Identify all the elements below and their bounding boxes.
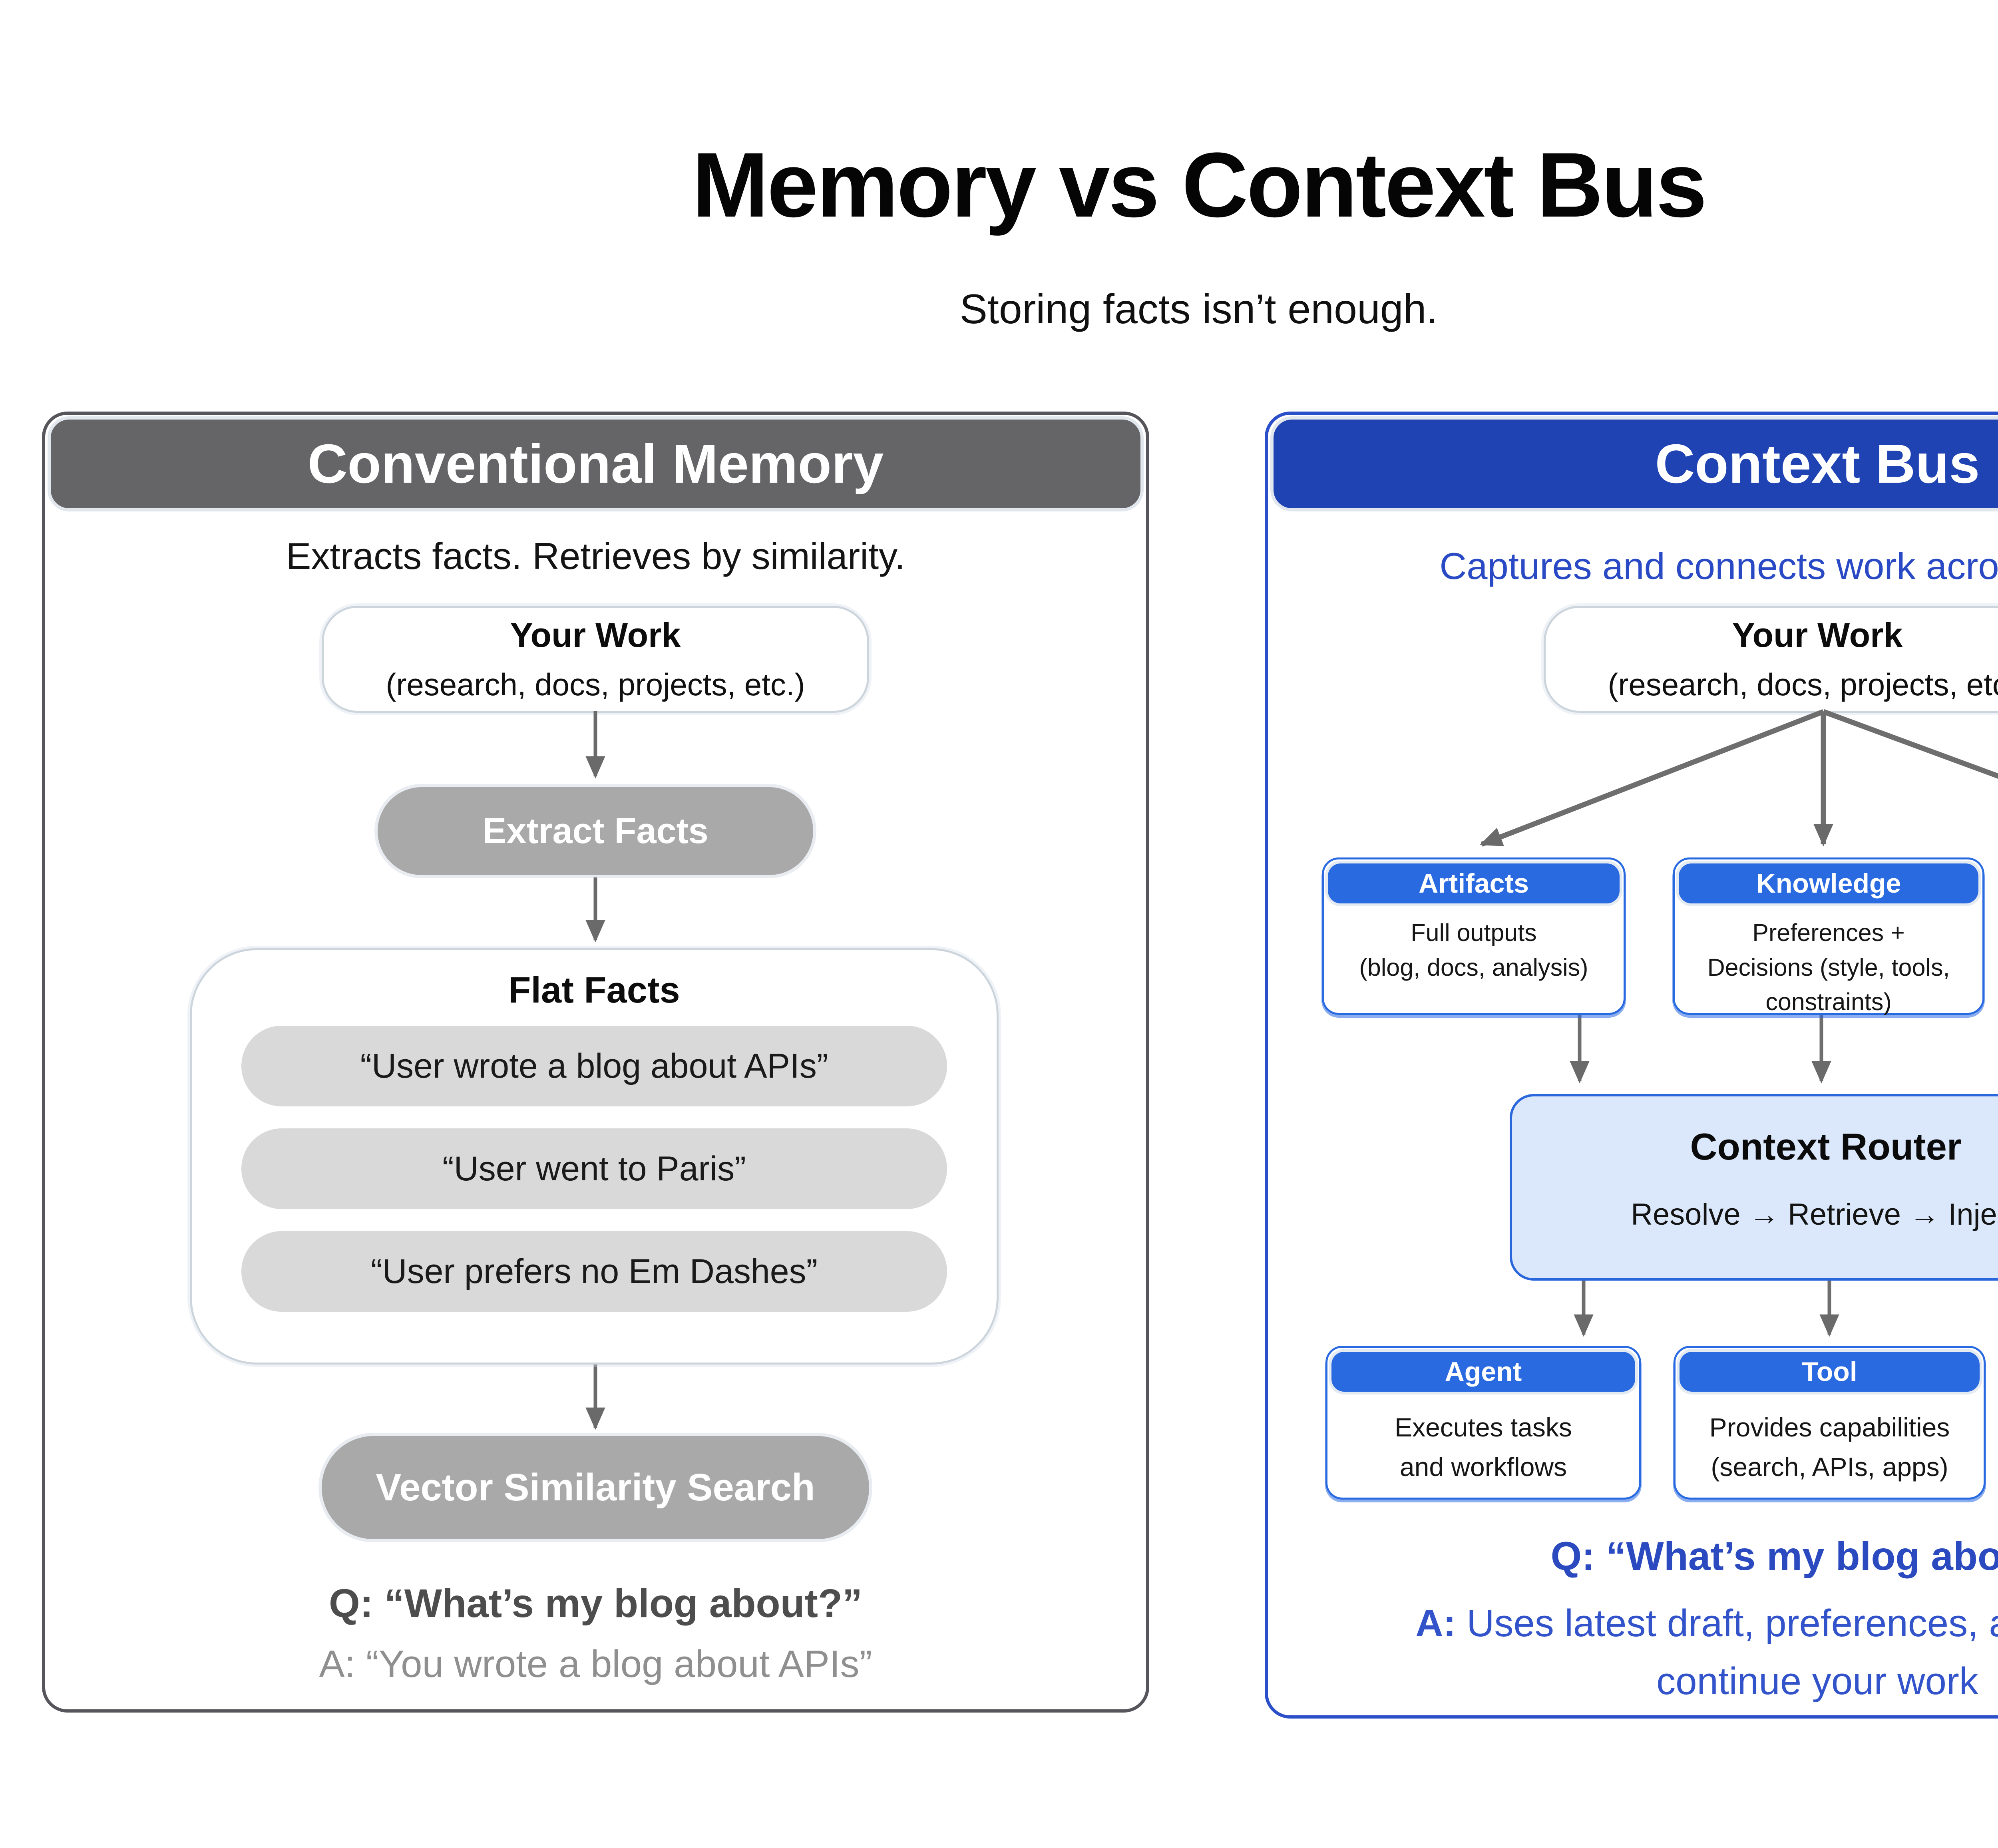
fact-item: “User wrote a blog about APIs” xyxy=(241,1026,947,1106)
tool-box-body: Provides capabilities (search, APIs, app… xyxy=(1681,1408,1978,1487)
body-line: constraints) xyxy=(1765,988,1892,1016)
body-line: Preferences + xyxy=(1752,919,1905,946)
body-line: Provides capabilities xyxy=(1709,1412,1950,1442)
artifacts-box: Artifacts Full outputs (blog, docs, anal… xyxy=(1322,857,1626,1015)
your-work-title: Your Work xyxy=(1732,616,1903,654)
fact-item: “User prefers no Em Dashes” xyxy=(241,1231,947,1312)
conventional-memory-tagline: Extracts facts. Retrieves by similarity. xyxy=(286,535,905,577)
right-question-text: Q: “What’s my blog about?” xyxy=(1550,1534,1998,1579)
answer-line: continue your work xyxy=(1656,1660,1978,1703)
conventional-memory-panel: Conventional Memory Extracts facts. Retr… xyxy=(42,412,1149,1713)
vector-similarity-search-node: Vector Similarity Search xyxy=(322,1436,869,1539)
body-line: Decisions (style, tools, xyxy=(1707,953,1950,981)
tool-box-title: Tool xyxy=(1680,1352,1980,1392)
your-work-node: Your Work (research, docs, projects, etc… xyxy=(322,606,869,713)
extract-facts-node: Extract Facts xyxy=(378,787,813,875)
your-work-subtitle: (research, docs, projects, etc.) xyxy=(386,667,805,702)
agent-box-body: Executes tasks and workflows xyxy=(1333,1408,1634,1487)
knowledge-box-body: Preferences + Decisions (style, tools, c… xyxy=(1680,915,1977,1019)
flat-facts-container: Flat Facts “User wrote a blog about APIs… xyxy=(190,948,999,1365)
your-work-subtitle: (research, docs, projects, etc.) xyxy=(1608,667,1998,702)
body-line: Executes tasks xyxy=(1395,1412,1572,1442)
right-answer-text: A: Uses latest draft, preferences, and h… xyxy=(1268,1594,1998,1710)
fact-item: “User went to Paris” xyxy=(241,1128,947,1209)
your-work-title: Your Work xyxy=(510,616,681,654)
flat-facts-title: Flat Facts xyxy=(508,970,680,1011)
agent-box: Agent Executes tasks and workflows xyxy=(1325,1346,1641,1500)
knowledge-box: Knowledge Preferences + Decisions (style… xyxy=(1673,857,1984,1015)
body-line: and workflows xyxy=(1399,1452,1567,1482)
body-line: Full outputs xyxy=(1411,919,1537,946)
left-answer-text: A: “You wrote a blog about APIs” xyxy=(319,1643,872,1685)
page-title: Memory vs Context Bus xyxy=(692,133,1707,236)
tool-box: Tool Provides capabilities (search, APIs… xyxy=(1674,1346,1986,1500)
context-router-title: Context Router xyxy=(1690,1126,1962,1168)
answer-line: Uses latest draft, preferences, and hist… xyxy=(1467,1602,1998,1645)
conventional-memory-header: Conventional Memory xyxy=(51,420,1140,508)
context-bus-panel: Context Bus Captures and connects work a… xyxy=(1265,412,1998,1719)
agent-box-title: Agent xyxy=(1331,1352,1635,1392)
answer-prefix: A: xyxy=(1415,1602,1456,1645)
artifacts-box-title: Artifacts xyxy=(1328,863,1620,903)
context-router-node: Context Router Resolve → Retrieve → Inje… xyxy=(1510,1094,1998,1281)
your-work-node: Your Work (research, docs, projects, etc… xyxy=(1544,606,1998,713)
page-subtitle: Storing facts isn’t enough. xyxy=(959,286,1438,332)
body-line: (search, APIs, apps) xyxy=(1711,1452,1948,1482)
artifacts-box-body: Full outputs (blog, docs, analysis) xyxy=(1329,915,1618,985)
left-question-text: Q: “What’s my blog about?” xyxy=(328,1581,863,1626)
context-router-subtitle: Resolve → Retrieve → Inject xyxy=(1631,1198,1998,1231)
body-line: (blog, docs, analysis) xyxy=(1359,953,1588,981)
context-bus-header: Context Bus xyxy=(1274,420,1998,508)
knowledge-box-title: Knowledge xyxy=(1679,863,1978,903)
context-bus-tagline: Captures and connects work across system… xyxy=(1439,545,1998,587)
